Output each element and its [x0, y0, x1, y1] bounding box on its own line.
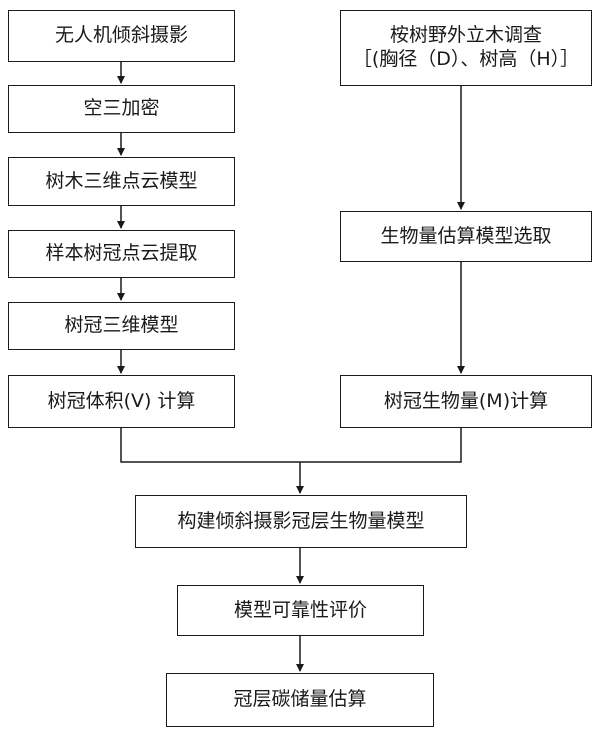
- box-label-line-1: 桉树野外立木调查: [389, 24, 542, 47]
- box-uav-oblique-photography: 无人机倾斜摄影: [8, 10, 235, 62]
- box-label: 模型可靠性评价: [233, 598, 367, 621]
- box-crown-3d-model: 树冠三维模型: [8, 302, 235, 350]
- box-label: 空三加密: [83, 97, 160, 120]
- box-sample-crown-extraction: 样本树冠点云提取: [8, 230, 235, 278]
- box-label: 样本树冠点云提取: [45, 242, 198, 265]
- box-label: 构建倾斜摄影冠层生物量模型: [177, 509, 425, 532]
- merge-connector: [120, 428, 462, 463]
- box-canopy-carbon-estimation: 冠层碳储量估算: [166, 673, 434, 727]
- box-crown-biomass-calc: 树冠生物量(M)计算: [340, 375, 592, 428]
- box-label: 无人机倾斜摄影: [54, 24, 188, 47]
- box-tree-3d-point-cloud: 树木三维点云模型: [8, 157, 235, 206]
- box-label: 树冠生物量(M)计算: [383, 389, 549, 412]
- box-label-line-2: ［(胸径（D）、树高（H）］: [352, 48, 580, 70]
- box-crown-volume-calc: 树冠体积(V) 计算: [8, 375, 235, 428]
- box-build-canopy-biomass-model: 构建倾斜摄影冠层生物量模型: [135, 495, 467, 548]
- box-label: 生物量估算模型选取: [380, 224, 552, 247]
- box-model-reliability-evaluation: 模型可靠性评价: [177, 585, 424, 636]
- box-label: 冠层碳储量估算: [233, 688, 367, 711]
- box-field-survey: 桉树野外立木调查 ［(胸径（D）、树高（H）］: [340, 10, 592, 86]
- box-label: 树木三维点云模型: [45, 169, 198, 192]
- box-aerial-triangulation: 空三加密: [8, 85, 235, 133]
- box-label: 树冠体积(V) 计算: [47, 389, 196, 412]
- box-biomass-model-selection: 生物量估算模型选取: [340, 211, 592, 262]
- box-label: 树冠三维模型: [64, 314, 179, 337]
